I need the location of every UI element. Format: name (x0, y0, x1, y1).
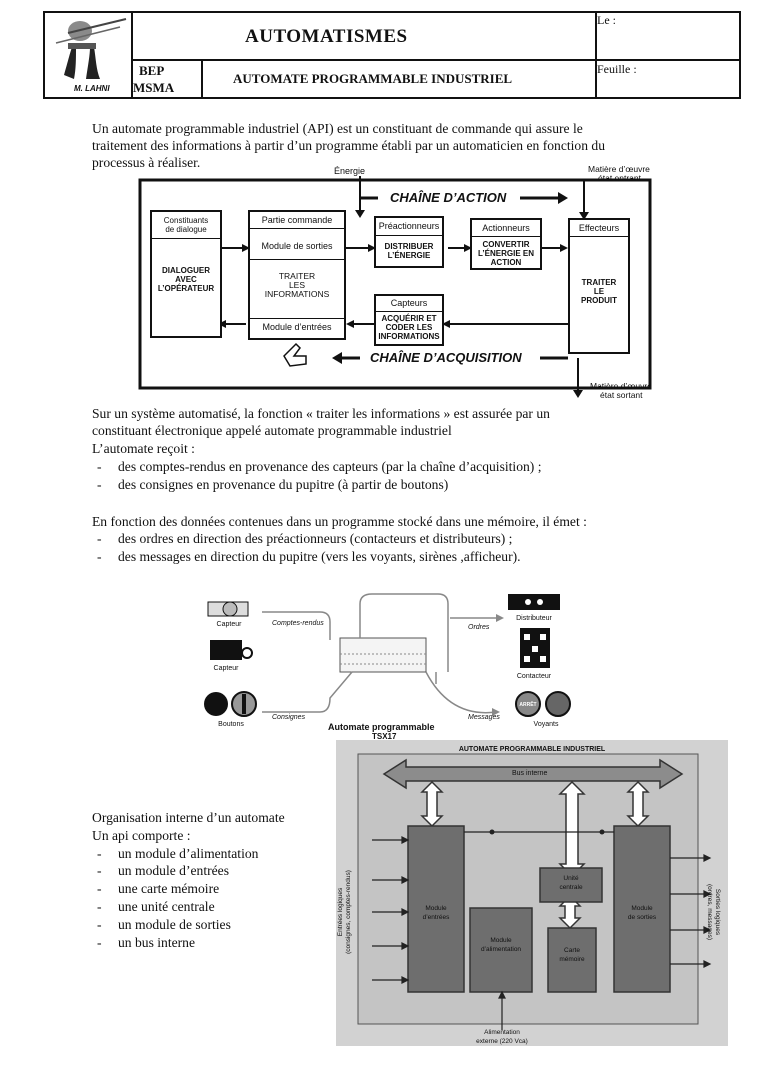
messages-label: Messages (468, 714, 500, 721)
sensor-1-label: Capteur (216, 621, 242, 628)
list-item: des ordres en direction des préactionneu… (118, 531, 513, 546)
stop-lamp-label: ARRÊT (519, 702, 537, 708)
outputs-label: Sorties logiques(ordres, messages) (706, 884, 721, 940)
list-item: - (97, 531, 102, 546)
list-item: - (97, 477, 102, 492)
header-frame (43, 11, 741, 99)
plc-label: Automate programmable (328, 722, 435, 732)
para3: En fonction des données contenues dans u… (92, 514, 587, 529)
list-item: des comptes-rendus en provenance des cap… (118, 459, 542, 474)
date-label: Le : (597, 13, 616, 27)
bus-label: Bus interne (512, 770, 548, 777)
command-title: Partie commande (250, 216, 344, 229)
page-subtitle: AUTOMATE PROGRAMMABLE INDUSTRIEL (233, 71, 513, 86)
list-item: un module de sorties (118, 917, 231, 932)
para2-line-1: Sur un système automatisé, la fonction «… (92, 406, 550, 421)
plc-model-label: TSX17 (372, 732, 397, 741)
list-item: un module d’alimentation (118, 846, 259, 861)
output-module-label: Module de sorties (250, 242, 344, 260)
class-label-2: MSMA (133, 80, 175, 95)
plc-io-lines (204, 593, 571, 717)
setpoints-label: Consignes (272, 714, 306, 721)
chain-diagram-lines (138, 176, 652, 398)
energy-label: Énergie (334, 166, 366, 176)
contactor-label: Contacteur (516, 673, 552, 680)
buttons-label: Boutons (218, 721, 244, 728)
list-item: - (97, 549, 102, 564)
organisation-intro: Un api comporte : (92, 828, 191, 843)
effectors-title: Effecteurs (570, 224, 628, 237)
list-item: des consignes en provenance du pupitre (… (118, 477, 449, 492)
list-item: - (97, 935, 102, 950)
list-item: une unité centrale (118, 899, 215, 914)
acquisition-chain-label: CHAÎNE D’ACQUISITION (370, 350, 522, 365)
reports-label: Comptes-rendus (272, 620, 324, 627)
page-title: AUTOMATISMES (245, 26, 408, 47)
orders-label: Ordres (468, 624, 490, 631)
actuators-title: Actionneurs (472, 224, 540, 237)
logo-text: M. LAHNI (74, 84, 110, 93)
list-item: des messages en direction du pupitre (ve… (118, 549, 521, 564)
intro-line-1: Un automate programmable industriel (API… (92, 121, 583, 136)
action-chain-label: CHAÎNE D’ACTION (390, 190, 507, 205)
plc-internal-shapes (357, 753, 712, 1030)
command-box: Partie commande Module de sorties TRAITE… (248, 210, 346, 340)
list-item: - (97, 917, 102, 932)
input-module-label: Module d’entrées (250, 318, 344, 332)
list-item: - (97, 881, 102, 896)
plc-io-diagram: Capteur Capteur Boutons Comptes-rendus C… (200, 588, 590, 741)
list-item: - (97, 899, 102, 914)
inputs-label: Entrées logiques(consignes, comptes-rend… (337, 870, 352, 954)
list-item: - (97, 459, 102, 474)
logo-icon (55, 18, 127, 79)
list-item: un bus interne (118, 935, 196, 950)
internal-diagram-title: AUTOMATE PROGRAMMABLE INDUSTRIEL (458, 746, 606, 753)
list-item: - (97, 846, 102, 861)
list-item: - (97, 863, 102, 878)
list-item: une carte mémoire (118, 881, 220, 896)
list-item: un module d’entrées (118, 863, 229, 878)
lamps-label: Voyants (533, 721, 559, 728)
plc-internal-diagram: AUTOMATE PROGRAMMABLE INDUSTRIEL Bus int… (336, 740, 728, 1046)
distributor-label: Distributeur (516, 615, 552, 622)
intro-line-3: processus à réaliser. (92, 155, 201, 170)
sensors-title: Capteurs (376, 299, 442, 312)
class-label-1: BEP (139, 63, 165, 78)
para2-line-2: constituant électronique appelé automate… (92, 423, 452, 438)
organisation-title: Organisation interne d’un automate (92, 810, 285, 825)
preactuators-title: Préactionneurs (376, 222, 442, 236)
para2-line-3: L’automate reçoit : (92, 441, 195, 456)
sheet-label: Feuille : (597, 62, 637, 76)
intro-line-2: traitement des informations à partir d’u… (92, 138, 605, 153)
sensor-2-label: Capteur (213, 665, 239, 672)
